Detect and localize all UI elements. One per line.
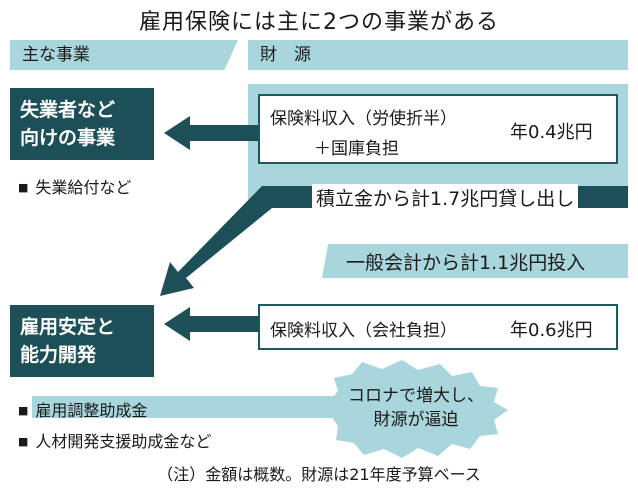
callout-text: コロナで増大し、 財源が逼迫 (344, 384, 488, 432)
page-title: 雇用保険には主に2つの事業がある (139, 10, 499, 35)
header-funding: 財 源 (248, 40, 628, 70)
funding2-box: 保険料収入（会社負担） 年0.6兆円 (258, 304, 618, 350)
business1-name-line1: 失業者など (20, 99, 116, 121)
funding1-line1: 保険料収入（労使折半） (270, 109, 457, 129)
business2-sub1-text: 雇用調整助成金 (35, 401, 148, 420)
business2-box: 雇用安定と 能力開発 (10, 305, 154, 377)
business1-box: 失業者など 向けの事業 (10, 88, 154, 160)
business2-sub1: 雇用調整助成金 (18, 397, 147, 421)
loan-label: 積立金から計1.7兆円貸し出し (312, 184, 579, 211)
business2-sub2: 人材開発支援助成金など (18, 428, 211, 452)
funding1-line2: ＋国庫負担 (314, 139, 399, 159)
arrow-funding2-to-business2 (164, 307, 258, 341)
callout-line2: 財源が逼迫 (373, 410, 459, 430)
business1-sub: 失業給付など (18, 174, 131, 198)
callout-line1: コロナで増大し、 (348, 386, 484, 406)
funding1-amount: 年0.4兆円 (510, 122, 593, 143)
business1-sub-text: 失業給付など (35, 178, 132, 197)
funding2-amount: 年0.6兆円 (510, 320, 593, 341)
investment-label: 一般会計から計1.1兆円投入 (346, 252, 586, 274)
business2-name-line2: 能力開発 (20, 344, 97, 366)
arrow-funding1-to-business1 (164, 116, 258, 150)
footnote: （注）金額は概数。財源は21年度予算ベース (157, 465, 481, 484)
business2-name-line1: 雇用安定と (20, 316, 116, 338)
investment-band (322, 244, 628, 278)
funding2-line1: 保険料収入（会社負担） (270, 321, 457, 341)
business1-name-line2: 向けの事業 (20, 127, 116, 149)
callout-burst (325, 360, 508, 458)
header-main-business: 主な事業 (10, 40, 238, 70)
business2-sub2-text: 人材開発支援助成金など (35, 432, 212, 451)
funding1-box: 保険料収入（労使折半） ＋国庫負担 年0.4兆円 (258, 94, 618, 164)
